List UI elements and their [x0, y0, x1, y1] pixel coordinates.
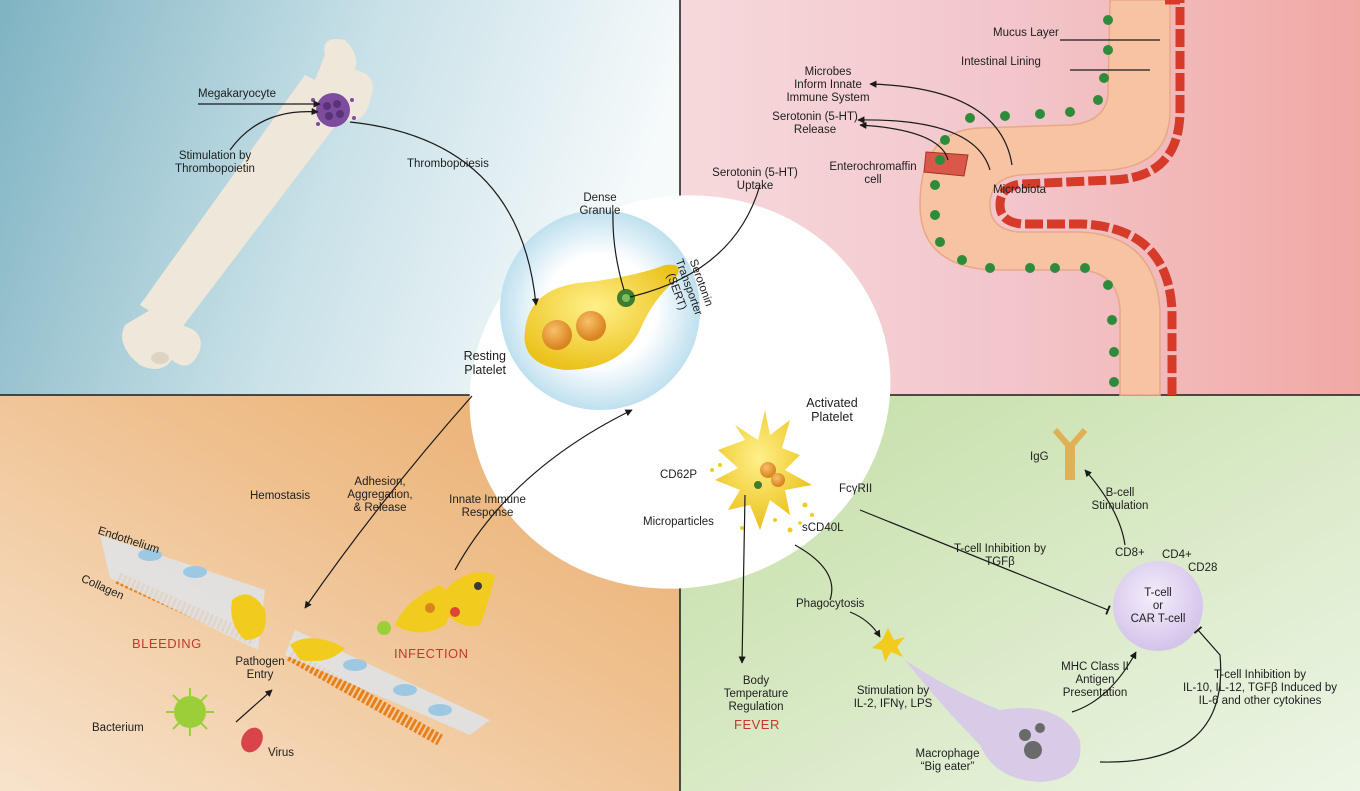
igg-label: IgG: [1030, 451, 1049, 463]
bacterium-icon: [166, 621, 391, 736]
fever-label: FEVER: [734, 717, 780, 732]
phagocytosed-platelet-icon: [872, 628, 905, 662]
serotonin-uptake-label: Serotonin (5-HT)Uptake: [712, 167, 798, 192]
resting-platelet-icon: [524, 264, 679, 370]
connector-arrows: [198, 39, 1222, 763]
microparticles-label: Microparticles: [643, 516, 714, 528]
infection-label: INFECTION: [394, 646, 469, 661]
virus-icon: [241, 727, 263, 753]
thrombopoiesis-label: Thrombopoiesis: [407, 158, 489, 170]
scd40l-label: sCD40L: [802, 522, 844, 534]
blood-vessel-icon: [100, 535, 490, 746]
cd62p-label: CD62P: [660, 469, 698, 481]
mucus-layer-label: Mucus Layer: [993, 27, 1059, 39]
serotonin-release-label: Serotonin (5-HT)Release: [772, 111, 858, 136]
phagocytosis-label: Phagocytosis: [796, 598, 865, 610]
activated-platelet-icon: [710, 410, 814, 533]
macrophage-icon: [905, 660, 1081, 782]
intestine-wall-icon: [919, 0, 1185, 396]
megakaryocyte-cell-icon: [311, 93, 356, 127]
infection-platelets-icon: [395, 572, 495, 633]
igg-antibody-icon: [1052, 428, 1088, 480]
cd4-label: CD4+: [1162, 549, 1192, 561]
t-cell-icon: [1113, 561, 1203, 651]
microbiota-label: Microbiota: [993, 184, 1047, 196]
intestinal-lining-label: Intestinal Lining: [961, 56, 1041, 68]
cd8-label: CD8+: [1115, 547, 1145, 559]
hemostasis-label: Hemostasis: [250, 490, 311, 502]
megakaryocyte-label: Megakaryocyte: [198, 88, 276, 100]
macrophage-label: Macrophage“Big eater”: [915, 748, 980, 773]
cd28-label: CD28: [1188, 562, 1218, 574]
bleeding-label: BLEEDING: [132, 636, 202, 651]
fcgrii-label: FcγRII: [839, 483, 873, 495]
bacterium-label: Bacterium: [92, 722, 144, 734]
adhesion-aggregation-label: Adhesion,Aggregation,& Release: [347, 476, 413, 514]
virus-label: Virus: [268, 747, 294, 759]
